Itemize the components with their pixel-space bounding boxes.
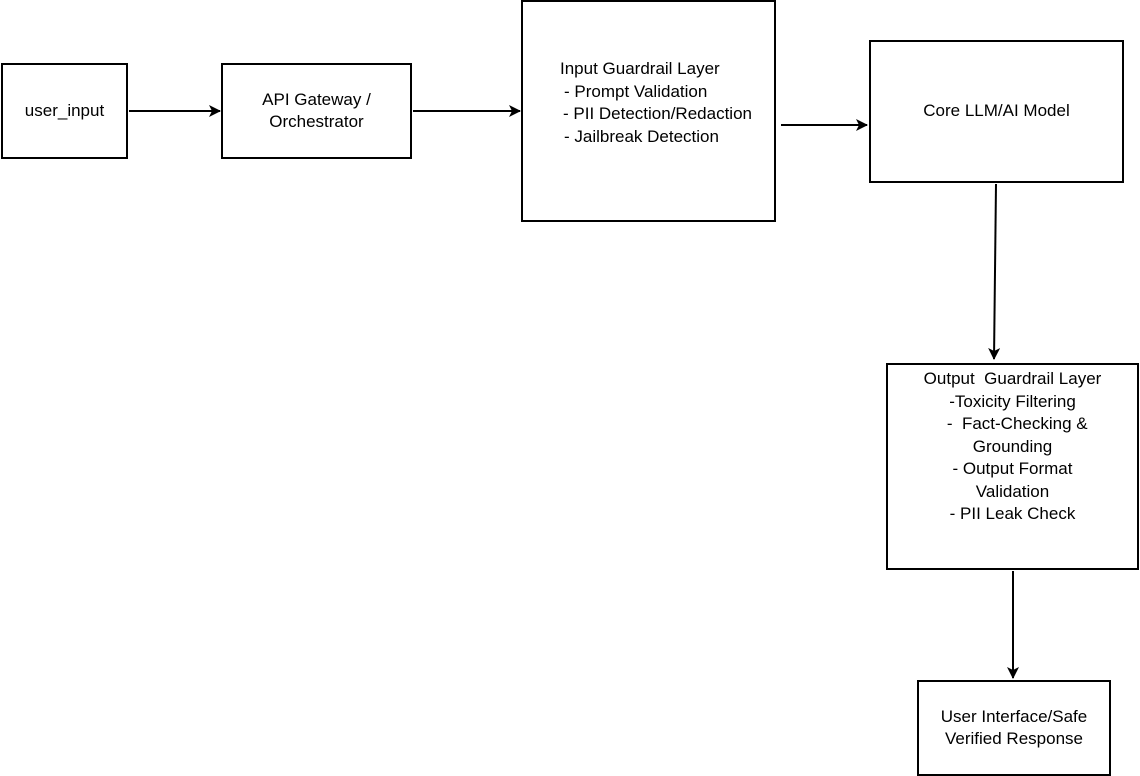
arrow-core-to-output-guard bbox=[988, 183, 1001, 360]
node-input-guardrail-title: Input Guardrail Layer bbox=[560, 59, 720, 78]
node-core-llm: Core LLM/AI Model bbox=[869, 40, 1124, 183]
node-output-guardrail-item: - Output Format bbox=[952, 459, 1073, 478]
node-user-input-text: user_input bbox=[24, 100, 105, 120]
node-output-guardrail-item: -Toxicity Filtering bbox=[949, 391, 1076, 411]
node-input-guardrail-item: - Prompt Validation bbox=[564, 81, 708, 101]
node-input-guardrail-item: - PII Detection/Redaction bbox=[563, 104, 752, 123]
node-output-guardrail-title: Output Guardrail Layer bbox=[923, 369, 1102, 388]
node-output-guardrail-item: - PII Leak Check bbox=[949, 504, 1076, 523]
node-input-guardrail-item: - Jailbreak Detection bbox=[564, 126, 719, 146]
node-core-llm-text: Core LLM/AI Model bbox=[923, 101, 1070, 121]
node-user-interface: User Interface/Safe Verified Response bbox=[917, 680, 1111, 776]
node-output-guardrail-item: Grounding bbox=[972, 436, 1053, 456]
node-api-gateway: API Gateway / Orchestrator bbox=[221, 63, 412, 159]
node-output-guardrail-item: Validation bbox=[975, 481, 1050, 501]
node-user-interface-line-2: Verified Response bbox=[945, 729, 1083, 748]
node-api-gateway-line-1: API Gateway / bbox=[262, 89, 371, 109]
node-user-input: user_input bbox=[1, 63, 128, 159]
node-output-guardrail-item: - Fact-Checking & bbox=[937, 414, 1088, 433]
node-output-guardrail: Output Guardrail Layer -Toxicity Filteri… bbox=[886, 363, 1139, 570]
node-api-gateway-line-2: Orchestrator bbox=[269, 112, 364, 131]
node-input-guardrail: Input Guardrail Layer - Prompt Validatio… bbox=[521, 0, 776, 222]
node-user-interface-line-1: User Interface/Safe bbox=[940, 706, 1088, 726]
